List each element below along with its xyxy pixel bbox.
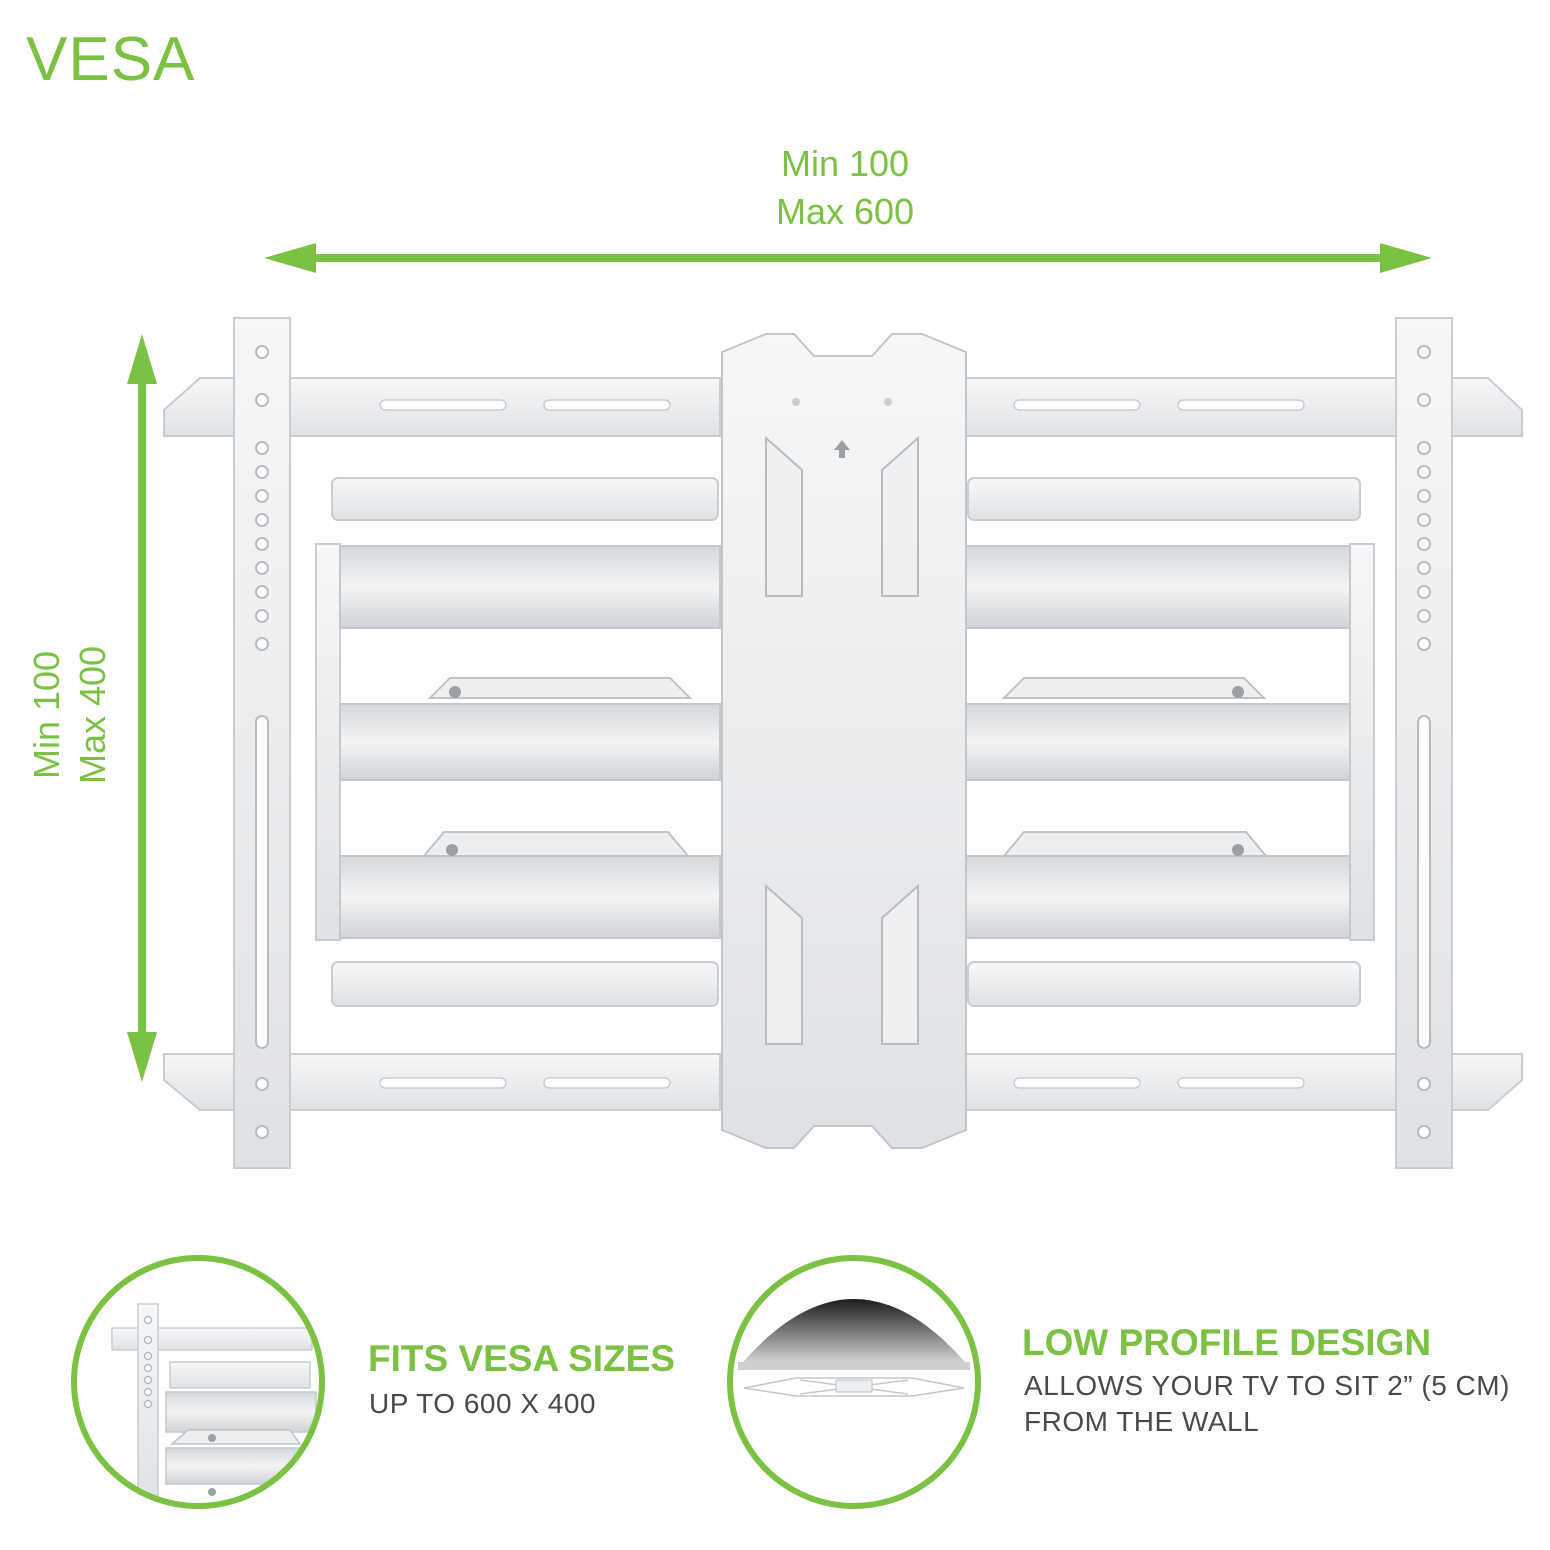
feature-text-line: ALLOWS YOUR TV TO SIT 2” (5 CM) (1024, 1370, 1510, 1401)
low-profile-circle-icon (727, 1255, 981, 1509)
width-dimension-label: Min 100 Max 600 (700, 140, 990, 236)
width-min: Min 100 (780, 143, 910, 184)
tv-mount-bracket-icon (163, 317, 1523, 1169)
feature-heading-vesa: FITS VESA SIZES (368, 1338, 676, 1379)
feature-text-line: FROM THE WALL (1024, 1406, 1260, 1437)
dimension-arrow-vertical-icon (127, 334, 157, 1082)
feature-text-low-profile: ALLOWS YOUR TV TO SIT 2” (5 CM) FROM THE… (1024, 1368, 1510, 1440)
bracket-detail-circle-icon (71, 1255, 325, 1509)
page-title: VESA (26, 25, 196, 94)
feature-heading-low-profile: LOW PROFILE DESIGN (1022, 1322, 1432, 1363)
width-max: Max 600 (775, 191, 915, 232)
dimension-arrow-horizontal-icon (264, 243, 1432, 273)
feature-text-vesa: UP TO 600 X 400 (369, 1388, 596, 1419)
